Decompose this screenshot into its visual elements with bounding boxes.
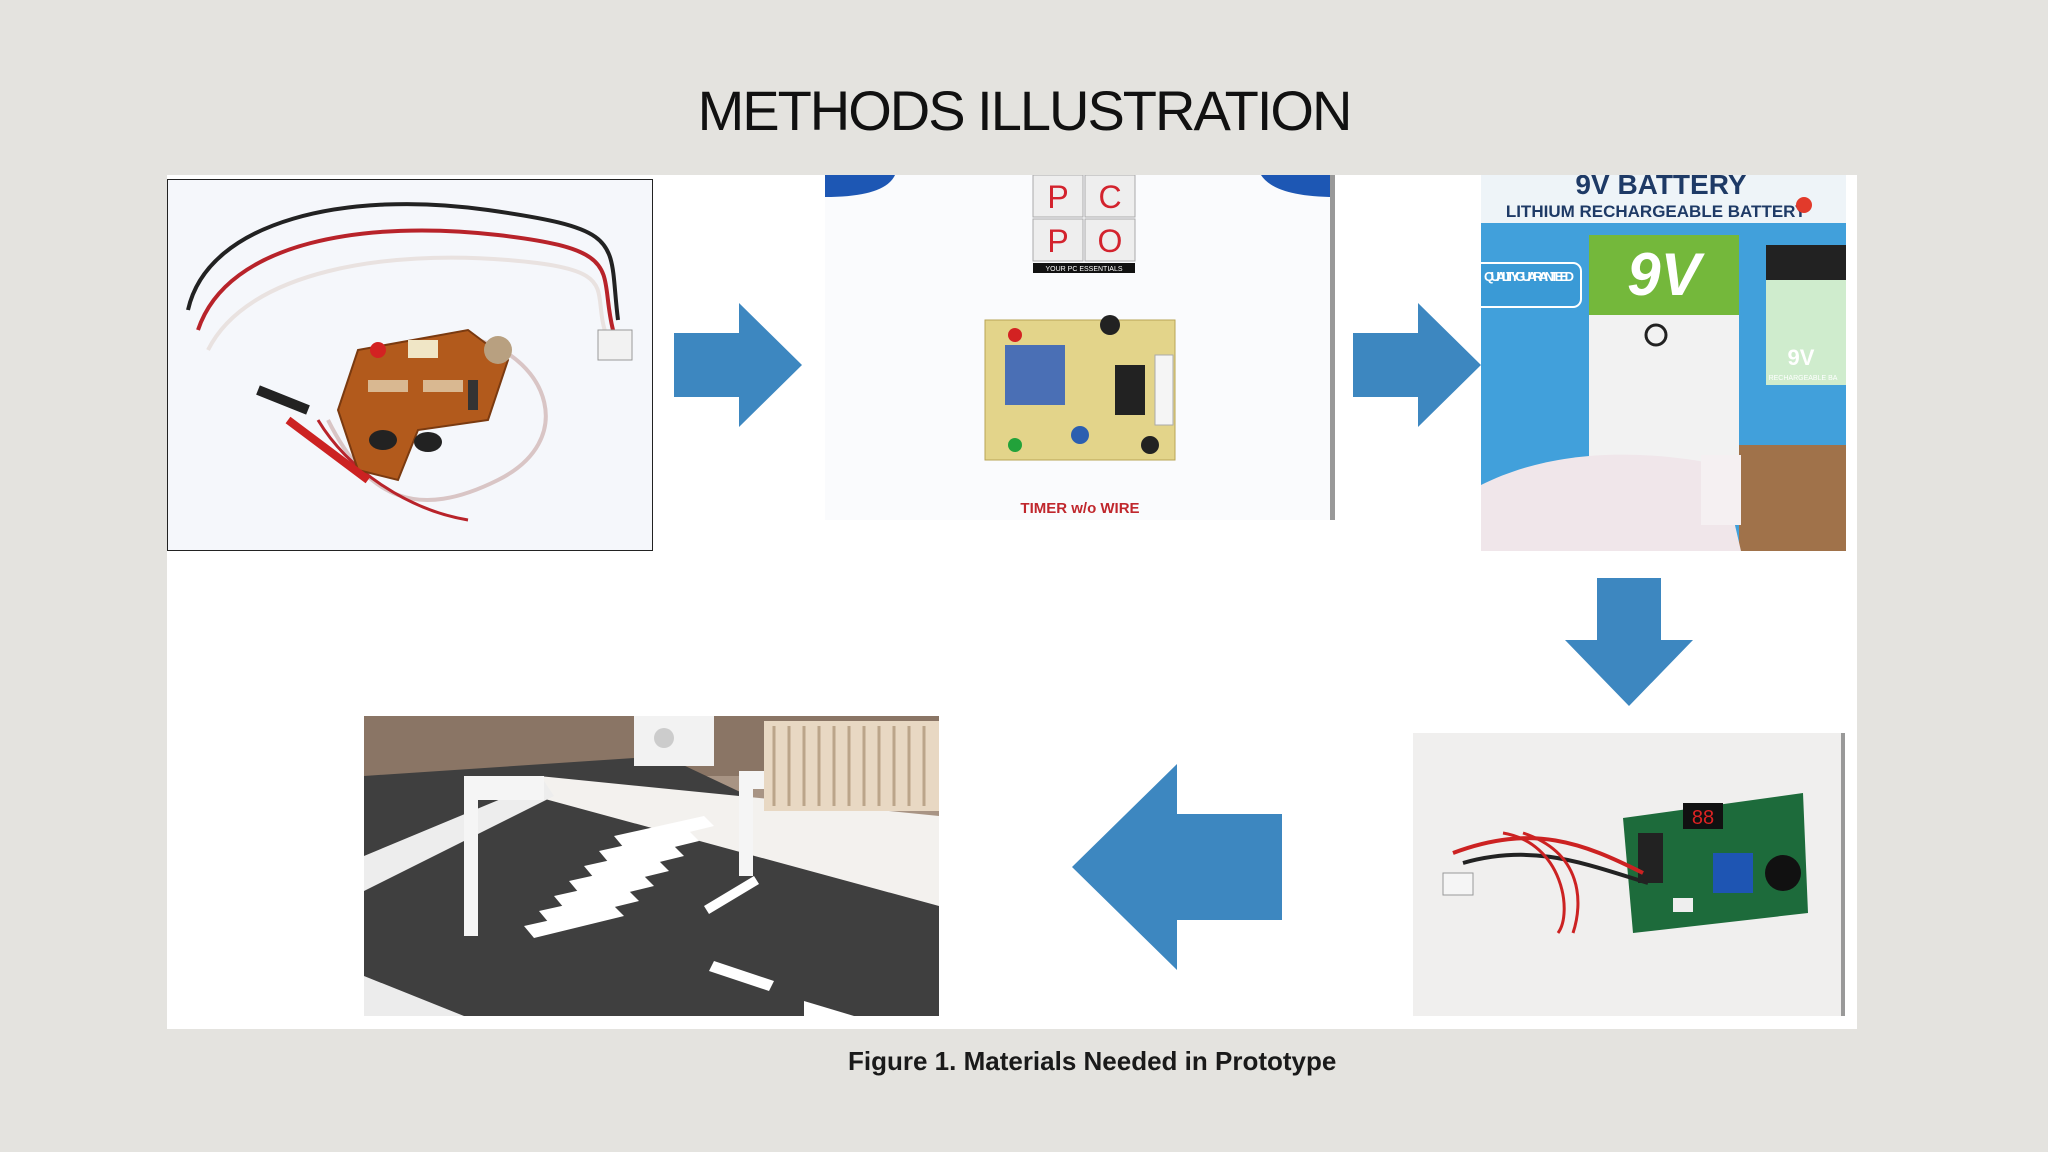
battery-box-sub: RECHARGEABLE BA xyxy=(1769,375,1838,382)
battery-subhead: LITHIUM RECHARGEABLE BATTERY xyxy=(1506,202,1807,221)
logo-letter-4: O xyxy=(1098,223,1123,259)
crosswalk-model-image xyxy=(364,716,939,1016)
logo-letter-3: P xyxy=(1047,223,1068,259)
logo-tagline: YOUR PC ESSENTIALS xyxy=(1045,266,1122,273)
arrow-right-1 xyxy=(674,303,802,427)
battery-image: 9V BATTERY LITHIUM RECHARGEABLE BATTERY … xyxy=(1481,175,1846,551)
counter-board-image: 88 xyxy=(1413,733,1845,1016)
battery-badge: QUALITY GUARANTEED xyxy=(1484,269,1574,284)
arrow-right-2 xyxy=(1353,303,1481,427)
arrow-left xyxy=(1072,764,1282,970)
battery-box-label: 9V xyxy=(1788,345,1815,370)
battery-headline: 9V BATTERY xyxy=(1575,175,1746,200)
figure-caption: Figure 1. Materials Needed in Prototype xyxy=(848,1046,1337,1076)
battery-label: 9V xyxy=(1627,241,1705,308)
counter-display: 88 xyxy=(1692,807,1714,829)
slide-title: METHODS ILLUSTRATION xyxy=(697,79,1353,142)
logo-letter-2: C xyxy=(1098,179,1121,215)
timer-label: TIMER w/o WIRE xyxy=(1020,500,1139,517)
sensor-board-image xyxy=(167,179,653,551)
logo-letter-1: P xyxy=(1047,179,1068,215)
timer-board-image: P C P O YOUR PC ESSENTIALS TIMER w/o WIR… xyxy=(825,175,1335,520)
arrow-down xyxy=(1565,578,1693,706)
